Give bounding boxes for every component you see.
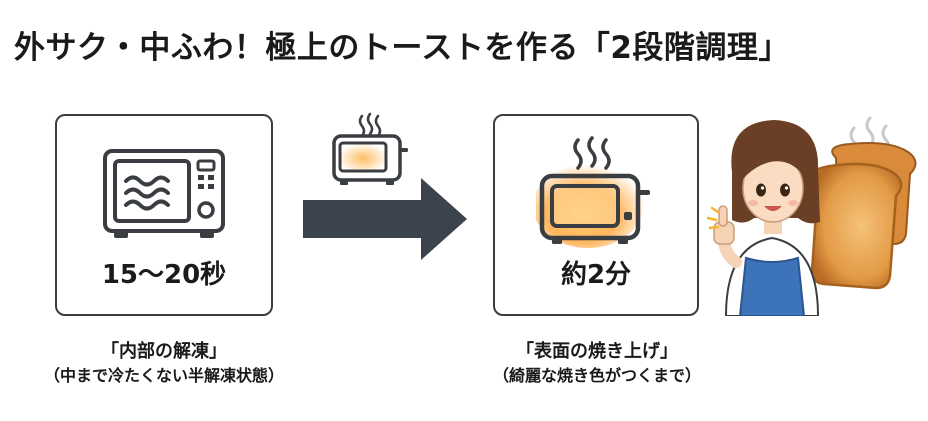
- woman-thumbs-up-toast-icon: [706, 116, 917, 316]
- caption-sub-toaster: （綺麗な焼き色がつくまで）: [492, 366, 701, 385]
- arrow-right-icon: [303, 178, 467, 260]
- small-toaster-icon: [332, 112, 408, 185]
- step-box-toaster: 約2分: [493, 114, 699, 316]
- caption-sub-microwave: （中まで冷たくない半解凍状態）: [43, 366, 284, 385]
- caption-toaster: 「表面の焼き上げ」 （綺麗な焼き色がつくまで）: [452, 340, 742, 388]
- page-title: 外サク・中ふわ！極上のトーストを作る「2段階調理」: [14, 30, 790, 66]
- toaster-oven-icon: [536, 136, 650, 248]
- step-time-microwave: 15〜20秒: [101, 260, 227, 290]
- step-box-microwave: 15〜20秒: [55, 114, 273, 316]
- caption-main-microwave: 「内部の解凍」: [101, 341, 227, 362]
- step-time-toaster: 約2分: [560, 260, 632, 290]
- caption-microwave: 「内部の解凍」 （中まで冷たくない半解凍状態）: [18, 340, 310, 388]
- caption-main-toaster: 「表面の焼き上げ」: [516, 341, 678, 362]
- microwave-icon: [103, 149, 225, 238]
